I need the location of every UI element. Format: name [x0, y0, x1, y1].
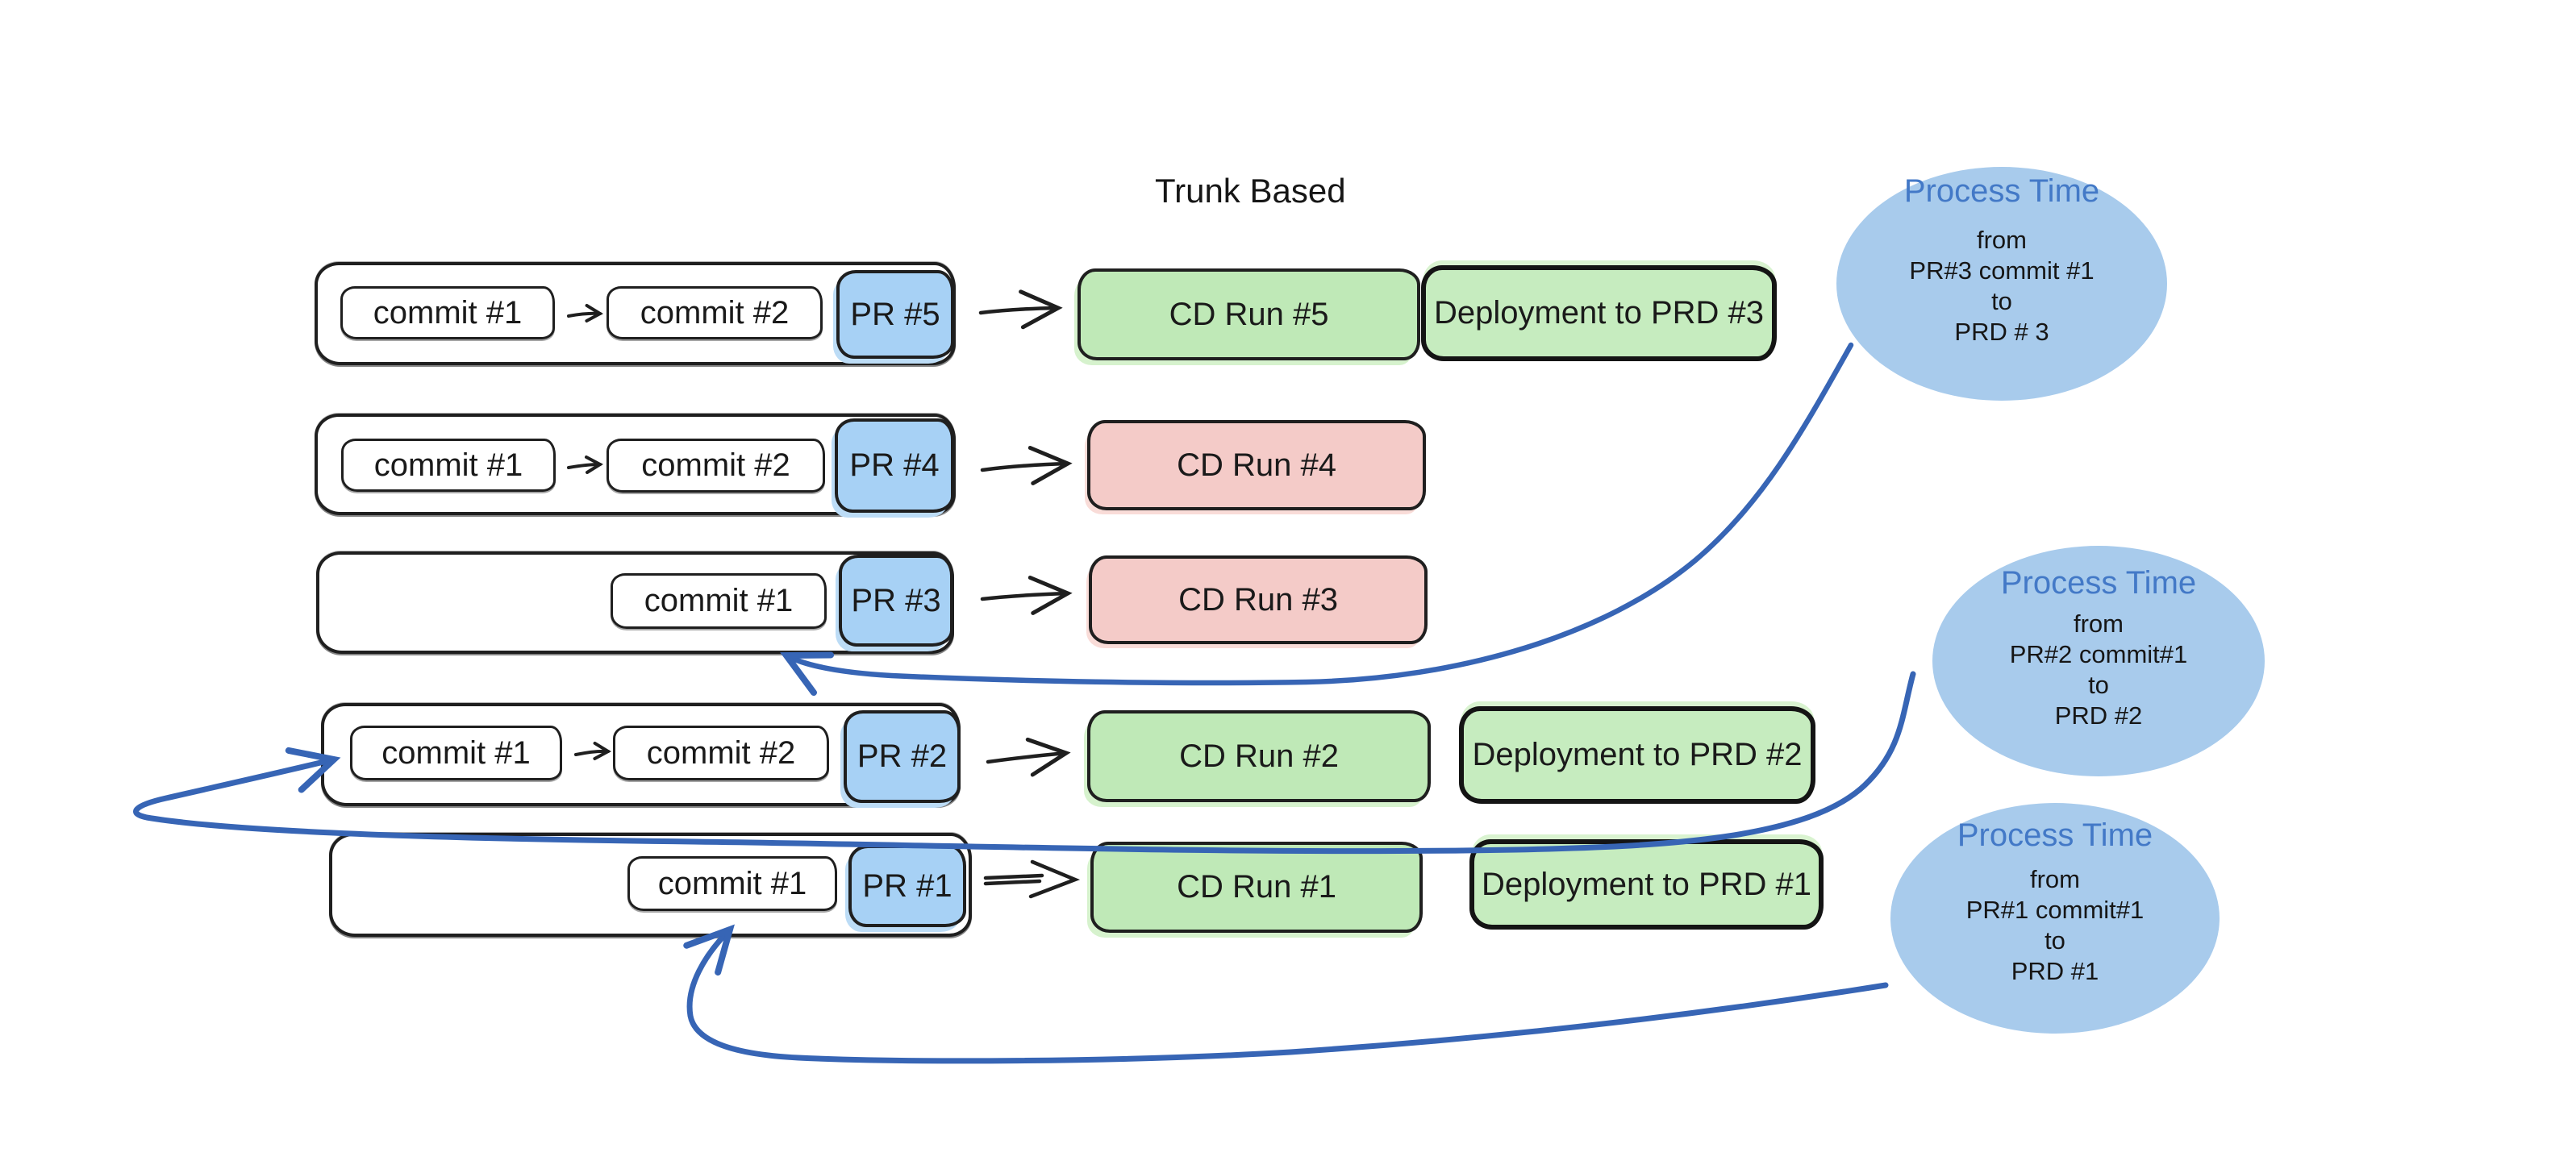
- bubble-line: PR#1 commit#1: [1965, 896, 2145, 924]
- cd-run-box: CD Run #5: [1078, 268, 1420, 360]
- commit-flow-arrow-row4: [574, 741, 612, 760]
- cd-run-box: CD Run #3: [1089, 555, 1428, 644]
- cd-run-box: CD Run #4: [1087, 420, 1426, 510]
- pr-to-cd-arrow-row3: [980, 575, 1073, 615]
- bubble-line: to: [2045, 926, 2065, 955]
- pr-badge: PR #3: [839, 555, 953, 647]
- commit-box: commit #1: [341, 439, 556, 492]
- bubble-line: PRD # 3: [1954, 318, 2049, 346]
- pr-badge: PR #4: [835, 418, 954, 513]
- process-time-arrow-prd1: [683, 924, 1889, 1064]
- pr-to-cd-arrow-row1: [978, 289, 1063, 330]
- commit-box: commit #2: [606, 286, 823, 339]
- process-time-title: Process Time: [1903, 173, 2100, 209]
- process-time-bubble-prd3: Process Time from PR#3 commit #1 to PRD …: [1836, 167, 2167, 401]
- bubble-line: to: [1991, 287, 2012, 315]
- deployment-box: Deployment to PRD #3: [1421, 265, 1777, 361]
- commit-flow-arrow-row1: [567, 303, 604, 322]
- deployment-box: Deployment to PRD #1: [1469, 839, 1824, 930]
- process-time-body: from PR#2 commit#1 to PRD #2: [1932, 609, 2265, 731]
- deployment-box: Deployment to PRD #2: [1459, 706, 1815, 804]
- pr-to-cd-arrow-row4: [986, 737, 1071, 777]
- commit-box: commit #2: [613, 726, 829, 780]
- process-time-bubble-prd1: Process Time from PR#1 commit#1 to PRD #…: [1890, 803, 2220, 1034]
- diagram-title: Trunk Based: [1155, 172, 1346, 210]
- bubble-line: from: [2030, 865, 2080, 893]
- bubble-line: from: [1977, 226, 2027, 254]
- bubble-line: PRD #1: [2011, 957, 2099, 985]
- process-time-title: Process Time: [1957, 817, 2153, 853]
- process-time-title: Process Time: [2000, 565, 2197, 601]
- bubble-line: to: [2088, 671, 2109, 699]
- bubble-line: PRD #2: [2054, 701, 2143, 730]
- commit-box: commit #1: [350, 726, 562, 780]
- commit-box: commit #2: [606, 439, 825, 493]
- cd-run-box: CD Run #2: [1087, 710, 1431, 802]
- process-time-bubble-prd2: Process Time from PR#2 commit#1 to PRD #…: [1932, 546, 2265, 776]
- pr-badge: PR #2: [844, 710, 961, 803]
- bubble-line: PR#3 commit #1: [1909, 256, 2095, 285]
- commit-box: commit #1: [340, 286, 555, 339]
- process-time-arrow-prd2: [133, 671, 1916, 855]
- pr-to-cd-arrow-row5: [983, 859, 1081, 899]
- bubble-line: from: [2074, 609, 2124, 638]
- bubble-line: PR#2 commit#1: [2009, 640, 2188, 668]
- process-time-body: from PR#3 commit #1 to PRD # 3: [1836, 225, 2167, 347]
- pr-to-cd-arrow-row2: [980, 445, 1073, 485]
- commit-box: commit #1: [611, 573, 827, 629]
- process-time-arrow-prd3: [780, 342, 1854, 697]
- commit-box: commit #1: [627, 856, 837, 911]
- pr-badge: PR #5: [836, 270, 954, 359]
- commit-flow-arrow-row2: [567, 456, 604, 475]
- cd-run-box: CD Run #1: [1090, 842, 1423, 933]
- process-time-body: from PR#1 commit#1 to PRD #1: [1890, 864, 2220, 987]
